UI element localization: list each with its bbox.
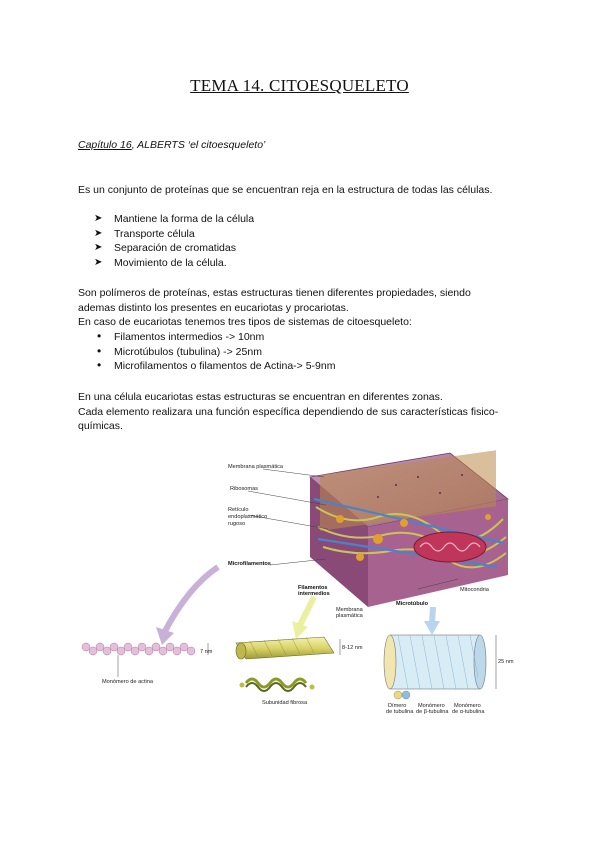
svg-text:endoplasmático: endoplasmático bbox=[228, 514, 267, 520]
page-title: TEMA 14. CITOESQUELETO bbox=[190, 76, 409, 95]
chapter-reference: Capítulo 16, ALBERTS ‘el citoesqueleto’ bbox=[78, 139, 265, 151]
svg-text:de tubulina: de tubulina bbox=[386, 709, 414, 715]
svg-text:de α-tubulina: de α-tubulina bbox=[452, 709, 485, 715]
arrow-bullet-icon: ➤ bbox=[94, 242, 103, 254]
svg-text:de β-tubulina: de β-tubulina bbox=[416, 709, 449, 715]
label-microfilamentos: Microfilamentos bbox=[228, 561, 271, 567]
list-item: ➤Mantiene la forma de la célula bbox=[94, 213, 255, 225]
intermediate-filament-illustration: 8-12 nm Subunidad fibrosa bbox=[235, 636, 363, 706]
list-item: ➤Movimiento de la célula. bbox=[94, 256, 227, 269]
pointer-arrows bbox=[156, 564, 440, 645]
svg-text:plasmática: plasmática bbox=[336, 613, 364, 619]
label-membrana-plasmatica: Membrana plasmática bbox=[228, 464, 284, 470]
arrow-bullet-icon: ➤ bbox=[94, 213, 103, 224]
label-dimero: Dímero bbox=[388, 703, 406, 709]
microtubule-illustration: 25 nm Dímero de tubulina Monómero de β-t… bbox=[383, 634, 514, 715]
functions-list: ➤Mantiene la forma de la célula ➤Transpo… bbox=[94, 212, 254, 270]
cytoskeleton-figure: Membrana plasmática Ribosomas Retículo e… bbox=[81, 450, 514, 715]
label-7nm: 7 nm bbox=[200, 649, 213, 655]
intro-paragraph: Es un conjunto de proteínas que se encue… bbox=[78, 184, 493, 196]
bullet-icon: • bbox=[97, 343, 102, 358]
label-25nm: 25 nm bbox=[498, 659, 514, 665]
label-subunidad-fibrosa: Subunidad fibrosa bbox=[262, 700, 308, 706]
list-item: ➤Transporte célula bbox=[94, 227, 195, 240]
bullet-icon: • bbox=[97, 358, 102, 373]
cell-block-illustration bbox=[309, 450, 509, 607]
label-monomero-beta: Monómero bbox=[418, 703, 445, 709]
distribution-paragraph: En una célula eucariotas estas estructur… bbox=[78, 391, 499, 433]
label-filamentos-intermedios: Filamentos bbox=[298, 585, 328, 591]
systems-list: •Filamentos intermedios -> 10nm •Microtú… bbox=[94, 329, 336, 374]
list-item: •Microfilamentos o filamentos de Actina-… bbox=[97, 358, 336, 373]
label-reticulo: Retículo bbox=[228, 507, 249, 513]
actin-filament-illustration: 7 nm Monómero de actina bbox=[81, 642, 213, 685]
list-item: ➤Separación de cromatidas bbox=[94, 242, 236, 255]
svg-text:intermedios: intermedios bbox=[298, 591, 330, 597]
properties-paragraph: Son polímeros de proteínas, estas estruc… bbox=[78, 287, 471, 329]
label-microtubulo: Microtúbulo bbox=[396, 601, 429, 607]
label-8-12nm: 8-12 nm bbox=[342, 645, 363, 651]
bullet-icon: • bbox=[97, 329, 102, 343]
list-item: •Microtúbulos (tubulina) -> 25nm bbox=[97, 343, 262, 358]
label-monomero-alfa: Monómero bbox=[454, 703, 481, 709]
label-monomero-actina: Monómero de actina bbox=[102, 679, 154, 685]
svg-text:rugoso: rugoso bbox=[228, 521, 245, 527]
label-ribosomas: Ribosomas bbox=[230, 486, 258, 492]
chapter-number: Capítulo 16 bbox=[78, 139, 132, 151]
label-mitocondria: Mitocondria bbox=[460, 587, 490, 593]
label-membrana-2: Membrana bbox=[336, 607, 364, 613]
chapter-source: , ALBERTS ‘el citoesqueleto’ bbox=[131, 139, 266, 151]
list-item: •Filamentos intermedios -> 10nm bbox=[97, 329, 265, 343]
arrow-bullet-icon: ➤ bbox=[94, 256, 103, 268]
arrow-bullet-icon: ➤ bbox=[94, 227, 103, 239]
